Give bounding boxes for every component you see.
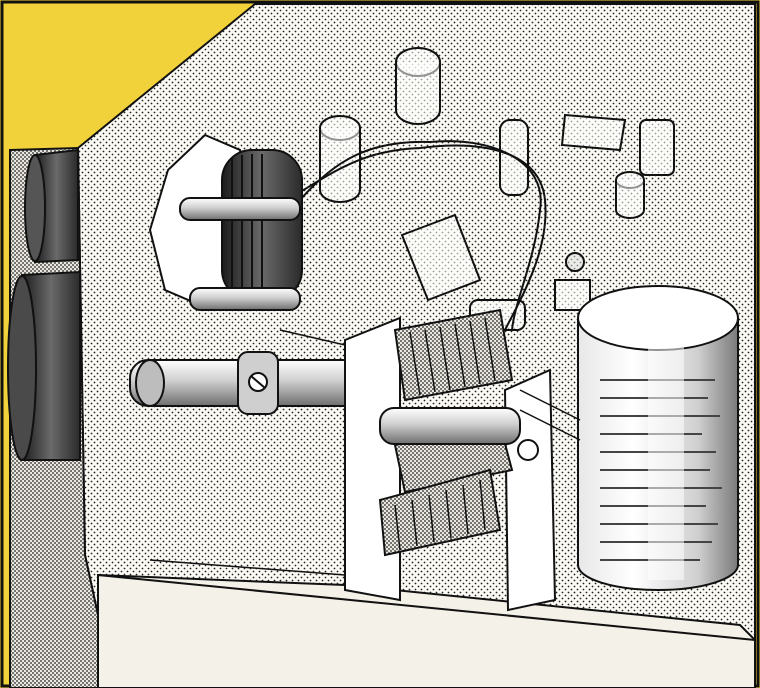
coil-can-icon xyxy=(577,285,739,591)
twisted-wires xyxy=(294,140,547,331)
component-outlines xyxy=(319,47,675,331)
volume-knob-icon xyxy=(7,270,81,461)
wave-switch-icon xyxy=(148,133,303,311)
tuning-knob-icon xyxy=(24,148,79,264)
tuning-shaft-icon xyxy=(129,351,401,415)
variable-capacitor-icon xyxy=(344,308,557,612)
